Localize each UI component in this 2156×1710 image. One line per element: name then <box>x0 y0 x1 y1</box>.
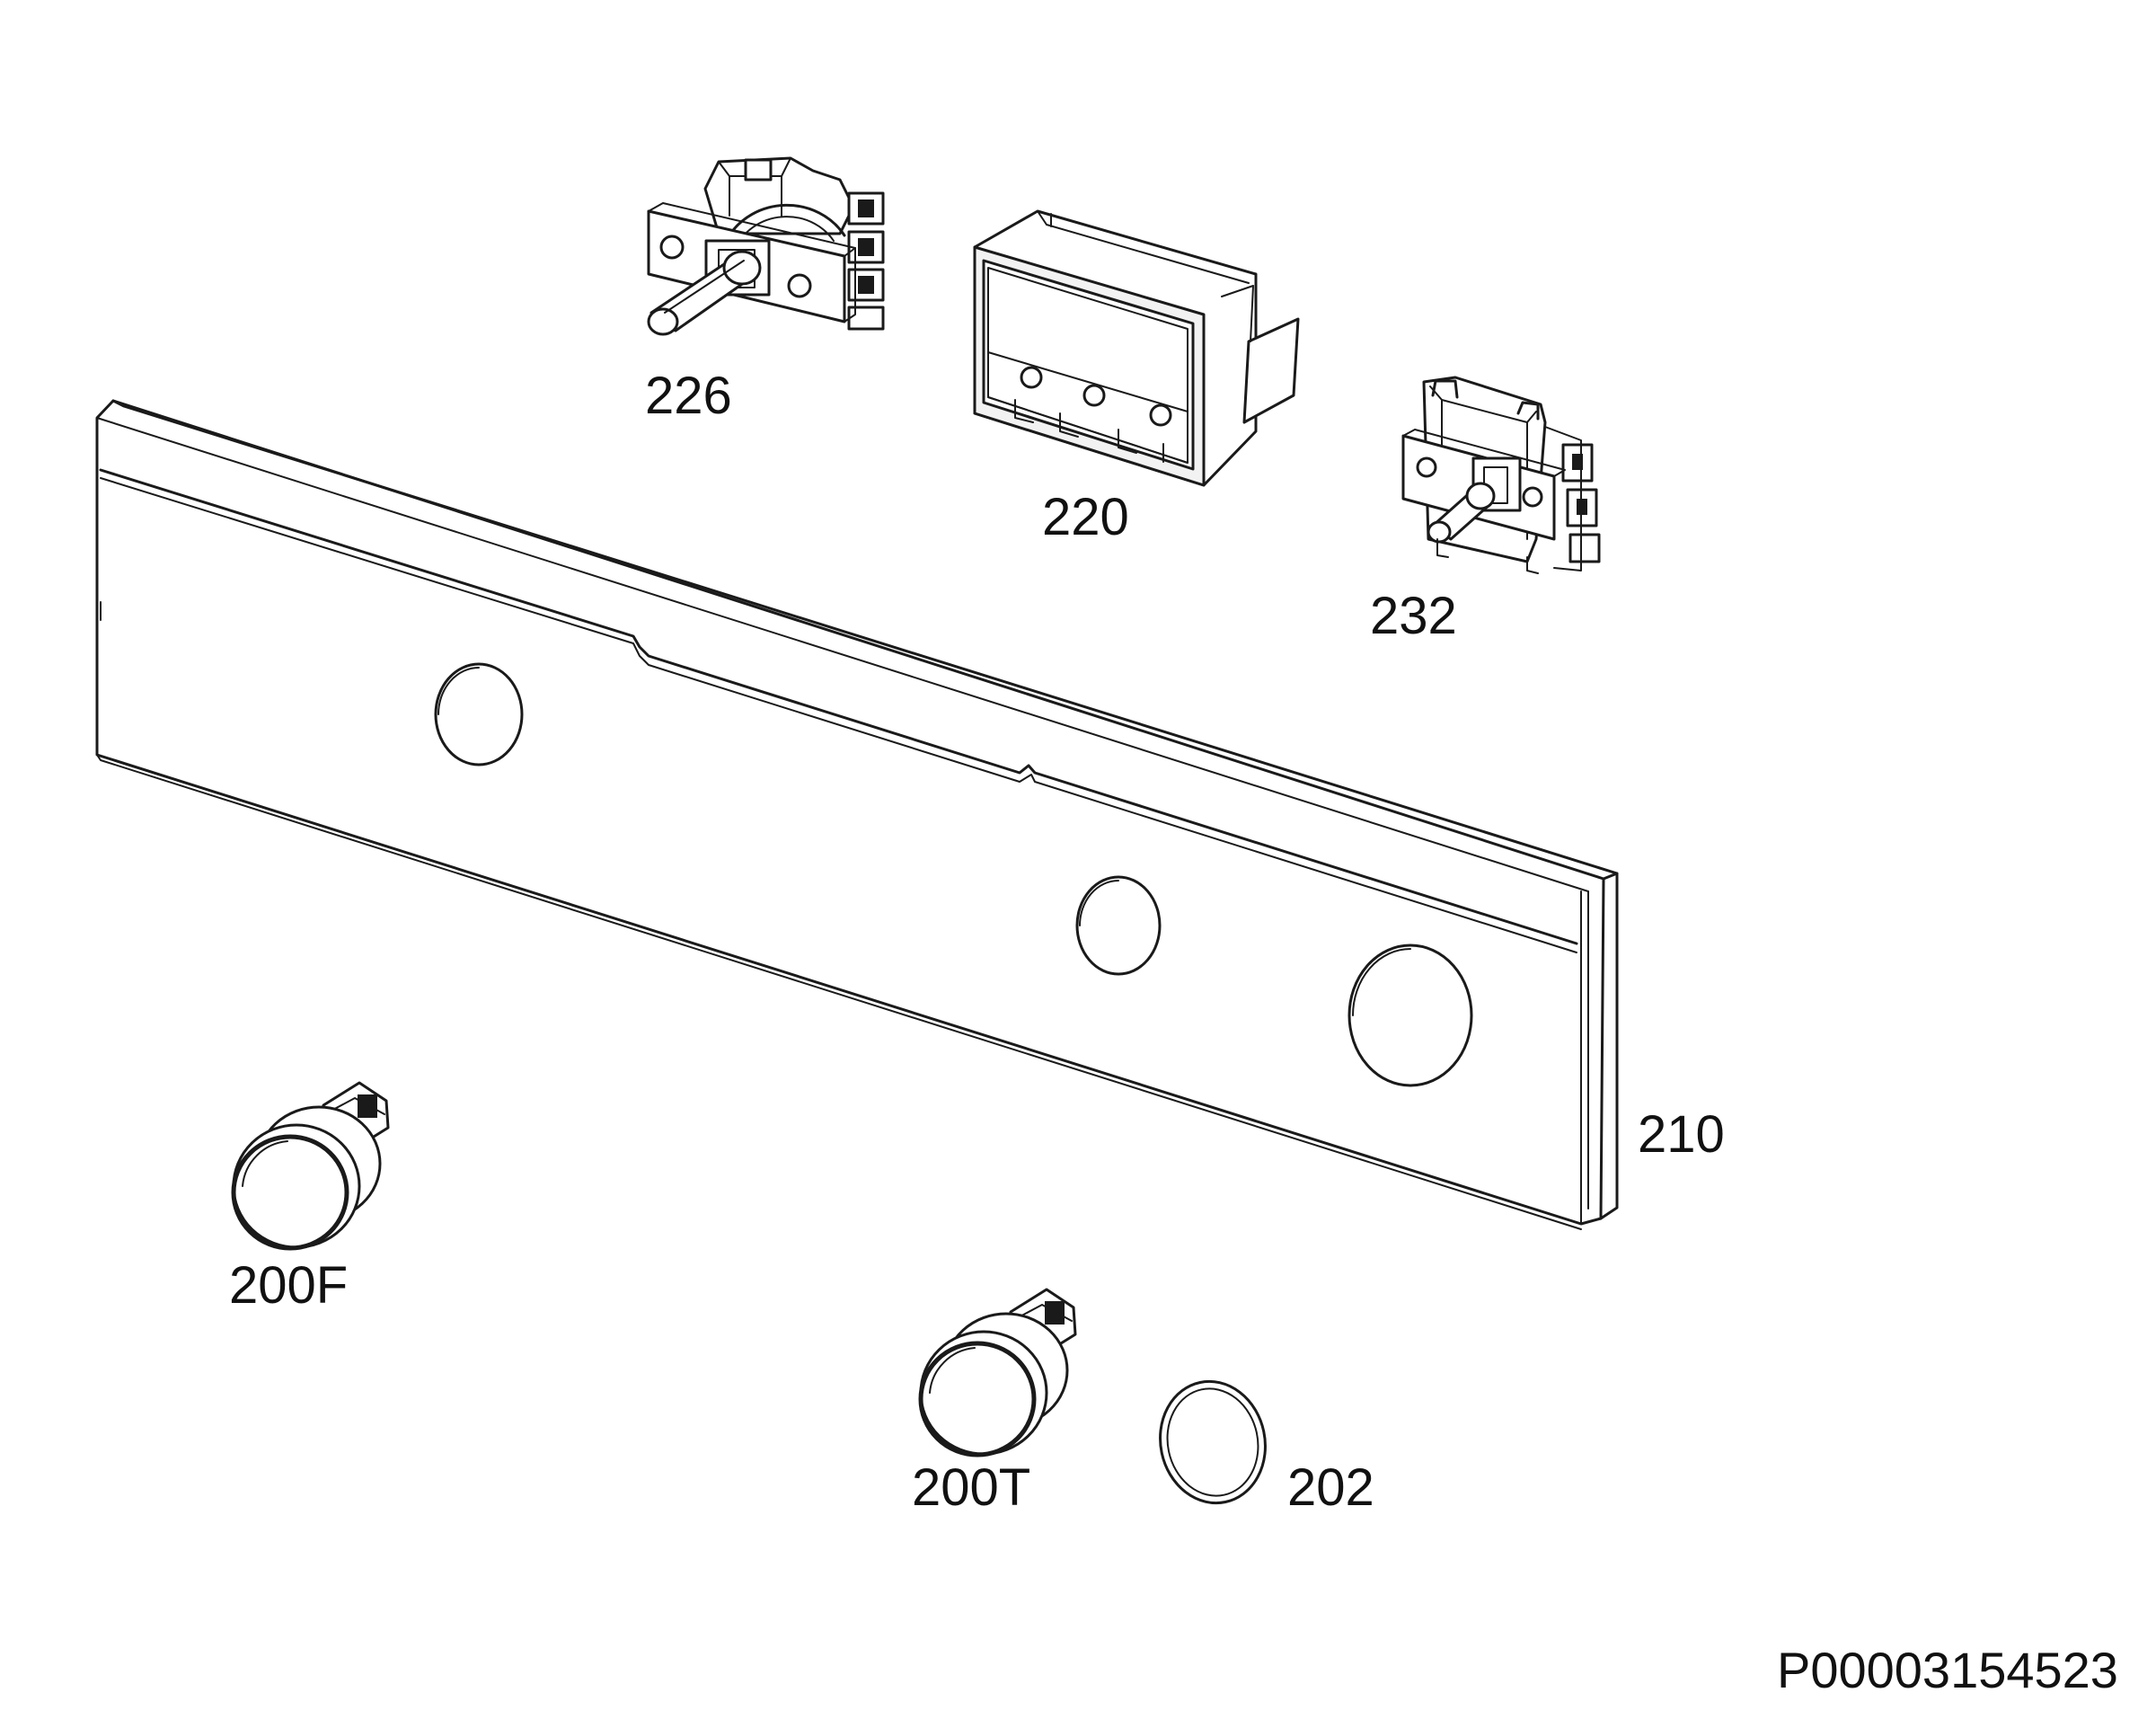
label-202: 202 <box>1287 1458 1374 1517</box>
label-210: 210 <box>1638 1105 1725 1164</box>
display-module-220-drawing <box>973 209 1300 487</box>
panel-hole-right <box>1348 944 1473 1087</box>
control-switch-226-drawing <box>647 156 885 336</box>
switch-226-terminals <box>847 191 885 331</box>
knob-200F-drawing <box>231 1081 390 1251</box>
label-220: 220 <box>1042 488 1129 546</box>
label-200T: 200T <box>912 1458 1030 1517</box>
document-id: P00003154523 <box>1777 1642 2118 1698</box>
label-232: 232 <box>1370 587 1457 645</box>
label-200F: 200F <box>229 1256 348 1315</box>
control-switch-232-drawing <box>1401 376 1601 574</box>
knob-200T-drawing <box>918 1288 1077 1457</box>
control-panel-drawing <box>95 399 1619 1230</box>
panel-hole-left <box>434 662 524 766</box>
ring-202-drawing <box>1159 1379 1267 1505</box>
panel-hole-middle <box>1075 875 1162 976</box>
label-226: 226 <box>645 367 732 425</box>
